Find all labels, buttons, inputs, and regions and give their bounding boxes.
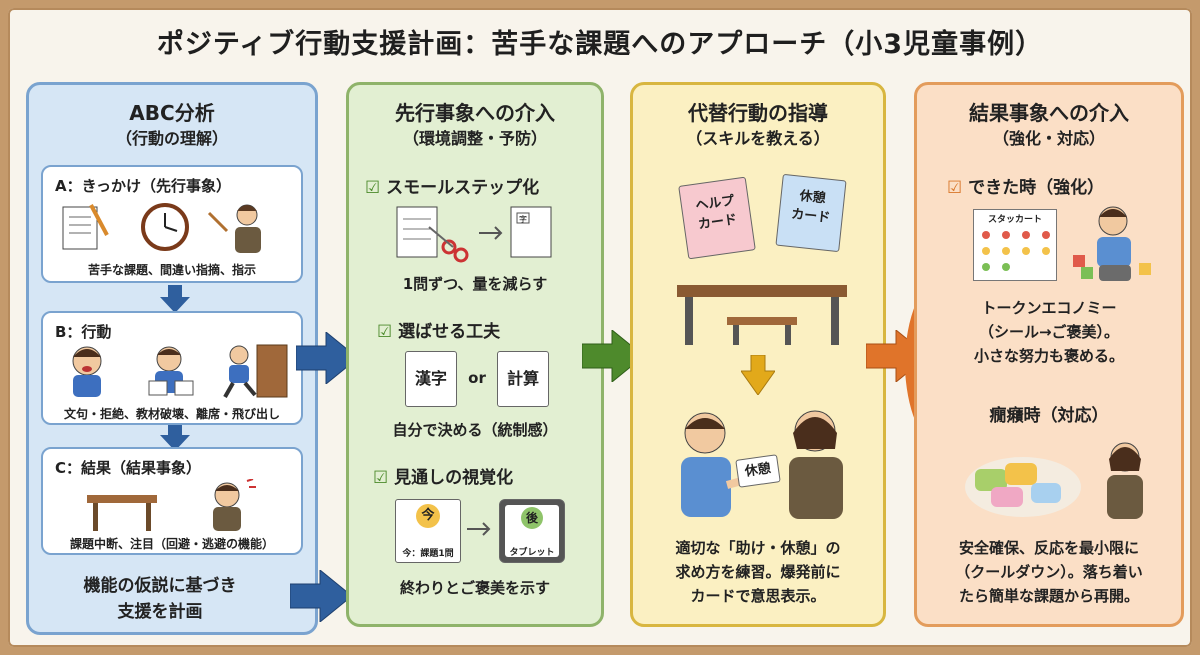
angry-child-icon [72, 346, 102, 397]
replacement-caption-1: 適切な「助け・休憩」の [675, 539, 841, 557]
abc-subheading: （行動の理解） [115, 129, 228, 148]
a-caption: 苦手な課題、間違い指摘、指示 [87, 263, 256, 277]
playing-child-icon [1073, 206, 1151, 281]
small-steps-label: ☑ スモールステップ化 [365, 178, 540, 198]
right-arrow-icon [582, 330, 644, 382]
reduced-worksheet-icon: 字 [510, 206, 552, 258]
abc-column: ABC分析 （行動の理解） A：きっかけ（先行事象） 苦手な課題、間違い指摘、指… [26, 82, 318, 635]
right-arrow-icon [296, 332, 358, 384]
option-kanji-card: 漢字 [405, 351, 457, 407]
tantrum-line1: 安全確保、反応を最小限に [958, 539, 1139, 557]
rest-card: 休憩 カード [775, 173, 847, 253]
checkbox-icon: ☑ [373, 468, 389, 488]
calm-teacher-icon [1107, 442, 1143, 519]
cut-worksheet-icon [396, 206, 469, 263]
tantrum-line3: たら簡単な課題から再開。 [958, 587, 1139, 605]
teacher-pointing-icon [207, 204, 261, 253]
success-line3: 小さな努力も褒める。 [973, 347, 1124, 365]
b-illustrations [72, 344, 288, 398]
sticker-chart: スタッカート [973, 209, 1057, 281]
option-calc-card: 計算 [497, 351, 549, 407]
tantrum-label: 癇癪時（対応） [989, 406, 1109, 426]
now-card: 今 今：課題1問 [395, 499, 461, 563]
or-text: or [468, 369, 486, 387]
checkbox-icon: ☑ [947, 178, 963, 198]
antecedent-column: 先行事象への介入 （環境調整・予防） ☑ スモールステップ化 字 1問ずつ、量を… [346, 82, 604, 627]
consequence-subheading: （強化・対応） [992, 129, 1105, 148]
abc-footer-line1: 機能の仮説に基づき [83, 576, 237, 596]
down-arrow-icon [160, 285, 190, 313]
success-label: ☑ できた時（強化） [947, 178, 1105, 198]
a-illustrations [62, 203, 261, 253]
now-text: 今：課題1問 [402, 549, 454, 559]
small-steps-illustration: 字 [396, 206, 552, 263]
worksheet-icon [62, 204, 109, 250]
visual-schedule-caption: 終わりとご褒美を示す [399, 579, 550, 597]
c-illustrations [87, 479, 256, 531]
c-caption: 課題中断、注目（回避・逃避の機能） [69, 537, 274, 551]
clock-icon [141, 203, 189, 251]
after-badge: 後 [521, 507, 543, 529]
arrow-icon [467, 522, 491, 536]
choice-label: ☑ 選ばせる工夫 [377, 322, 501, 342]
replacement-subheading: （スキルを教える） [686, 129, 830, 148]
replacement-caption-3: カードで意思表示。 [690, 587, 826, 605]
cooldown-illustration [965, 442, 1143, 519]
running-out-icon [223, 344, 288, 398]
help-card: ヘルプ カード [678, 176, 756, 260]
child-teacher-illustration [681, 410, 843, 519]
tearing-paper-icon [148, 346, 194, 396]
right-arrow-icon [290, 570, 352, 622]
page-title: ポジティブ行動支援計画：苦手な課題へのアプローチ（小3児童事例） [156, 29, 1044, 60]
down-arrow-icon [160, 425, 190, 451]
replacement-caption-2: 求め方を練習。爆発前に [675, 563, 841, 581]
worksheet-mark: 字 [519, 214, 527, 224]
child-icon [681, 412, 731, 517]
annoyed-teacher-icon [213, 479, 256, 531]
success-line2: （シール→ご褒美）。 [978, 323, 1120, 341]
b-box: B：行動 文句・拒絶、教材破壊、離席・飛び出し [41, 311, 303, 425]
abc-heading: ABC分析 [129, 101, 215, 125]
sticker-chart-title: スタッカート [987, 215, 1042, 225]
checkbox-icon: ☑ [377, 322, 393, 342]
consequence-heading: 結果事象への介入 [969, 101, 1129, 125]
a-box: A：きっかけ（先行事象） 苦手な課題、間違い指摘、指示 [41, 165, 303, 283]
now-badge: 今 [416, 504, 440, 528]
b-caption: 文句・拒絶、教材破壊、離席・飛び出し [63, 407, 280, 421]
consequence-column: 結果事象への介入 （強化・対応） ☑ できた時（強化） スタッカート トークンエ… [914, 82, 1184, 627]
arrow-icon [479, 226, 503, 240]
tantrum-line2: （クールダウン）。落ち着い [955, 563, 1143, 581]
desk-illustration [677, 285, 847, 345]
a-label: A：きっかけ（先行事象） [55, 177, 232, 195]
checkbox-icon: ☑ [365, 178, 381, 198]
abc-footer-line2: 支援を計画 [117, 602, 203, 622]
rest-hand-card: 休憩 [735, 454, 781, 488]
desk-icon [87, 495, 157, 531]
after-text: タブレット [509, 548, 555, 558]
antecedent-heading: 先行事象への介入 [395, 101, 555, 125]
antecedent-subheading: （環境調整・予防） [402, 129, 547, 148]
c-label: C：結果（結果事象） [55, 459, 202, 477]
teacher-icon [789, 410, 843, 519]
b-label: B：行動 [55, 323, 112, 341]
replacement-column: 代替行動の指導 （スキルを教える） ヘルプ カード 休憩 カード 休憩 適切な「… [630, 82, 886, 627]
after-tablet-card: 後 タブレット [499, 499, 565, 563]
visual-schedule-label: ☑ 見通しの視覚化 [373, 468, 514, 488]
c-box: C：結果（結果事象） 課題中断、注目（回避・逃避の機能） [41, 447, 303, 555]
down-arrow-icon [741, 355, 775, 395]
replacement-heading: 代替行動の指導 [688, 101, 828, 125]
small-steps-caption: 1問ずつ、量を減らす [402, 275, 548, 293]
choice-caption: 自分で決める（統制感） [392, 421, 558, 439]
sticker-grid [982, 231, 1050, 271]
success-line1: トークンエコノミー [981, 299, 1117, 317]
